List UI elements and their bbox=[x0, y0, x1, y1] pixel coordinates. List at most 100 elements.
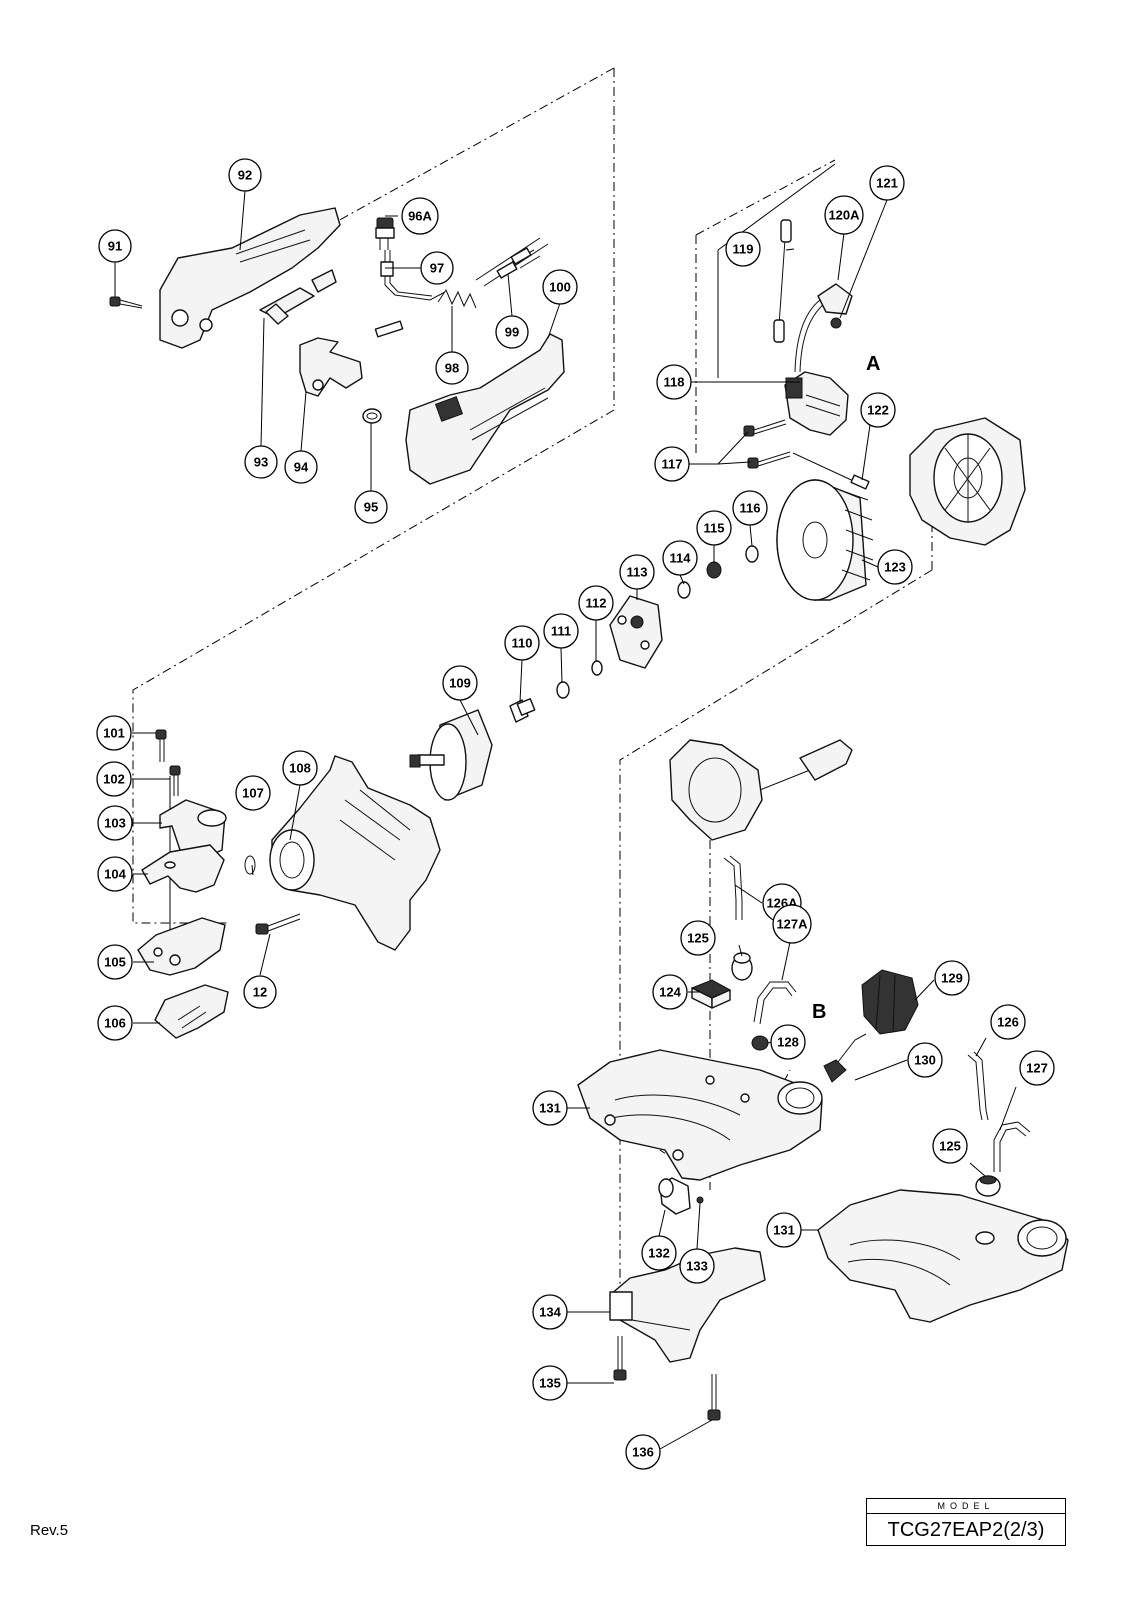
clutch-113 bbox=[609, 595, 663, 669]
nut-115 bbox=[706, 561, 722, 579]
callout-110[interactable]: 110 bbox=[504, 625, 540, 661]
svg-text:106: 106 bbox=[104, 1016, 126, 1031]
callout-125-upper[interactable]: 125 bbox=[680, 920, 716, 956]
callout-131-lower[interactable]: 131 bbox=[766, 1212, 802, 1248]
callout-108[interactable]: 108 bbox=[282, 750, 318, 786]
screw-101 bbox=[155, 729, 167, 762]
hose-127A bbox=[753, 981, 797, 1025]
screw-91 bbox=[109, 296, 143, 309]
reference-letter-b: B bbox=[812, 1001, 826, 1023]
callout-114[interactable]: 114 bbox=[662, 540, 698, 576]
callout-107[interactable]: 107 bbox=[235, 775, 271, 811]
washer-114 bbox=[677, 581, 691, 599]
callout-133[interactable]: 133 bbox=[679, 1248, 715, 1284]
leader-lines bbox=[114, 163, 1017, 1450]
callout-91[interactable]: 91 bbox=[98, 229, 132, 263]
callout-115[interactable]: 115 bbox=[696, 510, 732, 546]
callout-127[interactable]: 127 bbox=[1019, 1050, 1055, 1086]
callout-97[interactable]: 97 bbox=[420, 251, 454, 285]
fuel-tank-131-upper bbox=[577, 1049, 823, 1181]
callout-95[interactable]: 95 bbox=[354, 490, 388, 524]
callout-94[interactable]: 94 bbox=[284, 450, 318, 484]
callout-135[interactable]: 135 bbox=[532, 1365, 568, 1401]
callout-109[interactable]: 109 bbox=[442, 665, 478, 701]
callout-102[interactable]: 102 bbox=[96, 761, 132, 797]
callout-124[interactable]: 124 bbox=[652, 974, 688, 1010]
callout-118[interactable]: 118 bbox=[656, 364, 692, 400]
flywheel-123 bbox=[776, 479, 874, 601]
svg-text:121: 121 bbox=[876, 176, 898, 191]
trigger-94 bbox=[299, 337, 363, 397]
clutch-drum-109 bbox=[409, 709, 493, 801]
washer-111 bbox=[556, 681, 570, 699]
nut-121 bbox=[830, 317, 842, 329]
callout-125-lower[interactable]: 125 bbox=[932, 1128, 968, 1164]
callout-119[interactable]: 119 bbox=[725, 231, 761, 267]
callout-101[interactable]: 101 bbox=[96, 715, 132, 751]
callout-123[interactable]: 123 bbox=[877, 549, 913, 585]
callout-130[interactable]: 130 bbox=[907, 1042, 943, 1078]
callout-96A[interactable]: 96A bbox=[401, 197, 439, 235]
screw-136 bbox=[707, 1374, 721, 1421]
screw-135 bbox=[613, 1336, 627, 1381]
svg-text:99: 99 bbox=[505, 325, 519, 340]
callout-12[interactable]: 12 bbox=[243, 975, 277, 1009]
svg-text:124: 124 bbox=[659, 985, 681, 1000]
callout-92[interactable]: 92 bbox=[228, 158, 262, 192]
callout-99[interactable]: 99 bbox=[495, 315, 529, 349]
callout-105[interactable]: 105 bbox=[97, 944, 133, 980]
svg-text:98: 98 bbox=[445, 361, 459, 376]
svg-text:108: 108 bbox=[289, 761, 311, 776]
svg-text:111: 111 bbox=[551, 624, 571, 639]
grommet-125-lower bbox=[975, 1175, 1001, 1197]
svg-text:118: 118 bbox=[664, 375, 685, 390]
fuel-tank-131-lower bbox=[817, 1189, 1069, 1323]
svg-text:135: 135 bbox=[539, 1376, 561, 1391]
crankcase-cover bbox=[909, 417, 1026, 546]
plug-cord-119 bbox=[773, 219, 792, 343]
callout-131-upper[interactable]: 131 bbox=[532, 1090, 568, 1126]
callout-106[interactable]: 106 bbox=[97, 1005, 133, 1041]
svg-text:132: 132 bbox=[648, 1246, 670, 1261]
spring-98 bbox=[374, 288, 477, 338]
callout-113[interactable]: 113 bbox=[619, 554, 655, 590]
callout-111[interactable]: 111 bbox=[543, 613, 579, 649]
ring-107 bbox=[244, 855, 256, 875]
callout-132[interactable]: 132 bbox=[641, 1235, 677, 1271]
svg-text:101: 101 bbox=[103, 726, 125, 741]
screws-117 bbox=[743, 419, 791, 469]
callout-126[interactable]: 126 bbox=[990, 1004, 1026, 1040]
svg-text:105: 105 bbox=[104, 955, 126, 970]
callout-93[interactable]: 93 bbox=[244, 445, 278, 479]
callout-116[interactable]: 116 bbox=[732, 490, 768, 526]
callout-134[interactable]: 134 bbox=[532, 1294, 568, 1330]
callout-120A[interactable]: 120A bbox=[824, 195, 864, 235]
callout-104[interactable]: 104 bbox=[97, 856, 133, 892]
svg-text:97: 97 bbox=[430, 261, 444, 276]
callout-129[interactable]: 129 bbox=[934, 960, 970, 996]
callout-117[interactable]: 117 bbox=[654, 446, 690, 482]
callout-98[interactable]: 98 bbox=[435, 351, 469, 385]
grommet-128 bbox=[751, 1035, 769, 1051]
svg-text:12: 12 bbox=[253, 985, 267, 1000]
svg-text:115: 115 bbox=[704, 521, 725, 536]
callout-112[interactable]: 112 bbox=[578, 585, 614, 621]
switch-96A bbox=[375, 217, 395, 250]
callout-127A[interactable]: 127A bbox=[772, 904, 812, 944]
callout-121[interactable]: 121 bbox=[869, 165, 905, 201]
fuel-cap-129 bbox=[861, 969, 919, 1035]
svg-text:128: 128 bbox=[777, 1035, 799, 1050]
bolt-110 bbox=[509, 698, 536, 723]
svg-text:131: 131 bbox=[773, 1223, 795, 1238]
callout-122[interactable]: 122 bbox=[860, 392, 896, 428]
model-box: MODEL TCG27EAP2(2/3) bbox=[866, 1498, 1066, 1546]
callout-128[interactable]: 128 bbox=[770, 1024, 806, 1060]
callout-100[interactable]: 100 bbox=[542, 269, 578, 305]
callout-136[interactable]: 136 bbox=[625, 1434, 661, 1470]
plug-cap-120A bbox=[794, 283, 853, 373]
callout-103[interactable]: 103 bbox=[97, 805, 133, 841]
hose-126 bbox=[967, 1051, 989, 1121]
parts-art bbox=[109, 207, 1069, 1421]
fuel-filter-130 bbox=[823, 1033, 867, 1083]
